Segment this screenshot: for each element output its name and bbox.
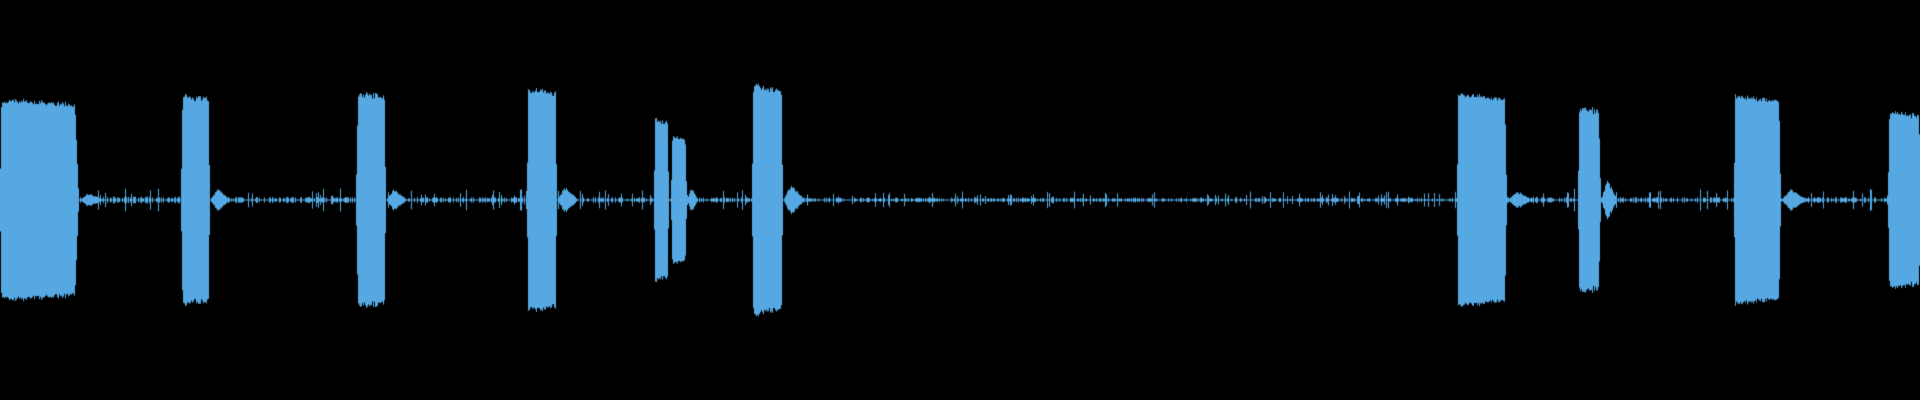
- waveform-viewer[interactable]: [0, 0, 1920, 400]
- audio-waveform-canvas[interactable]: [0, 0, 1920, 400]
